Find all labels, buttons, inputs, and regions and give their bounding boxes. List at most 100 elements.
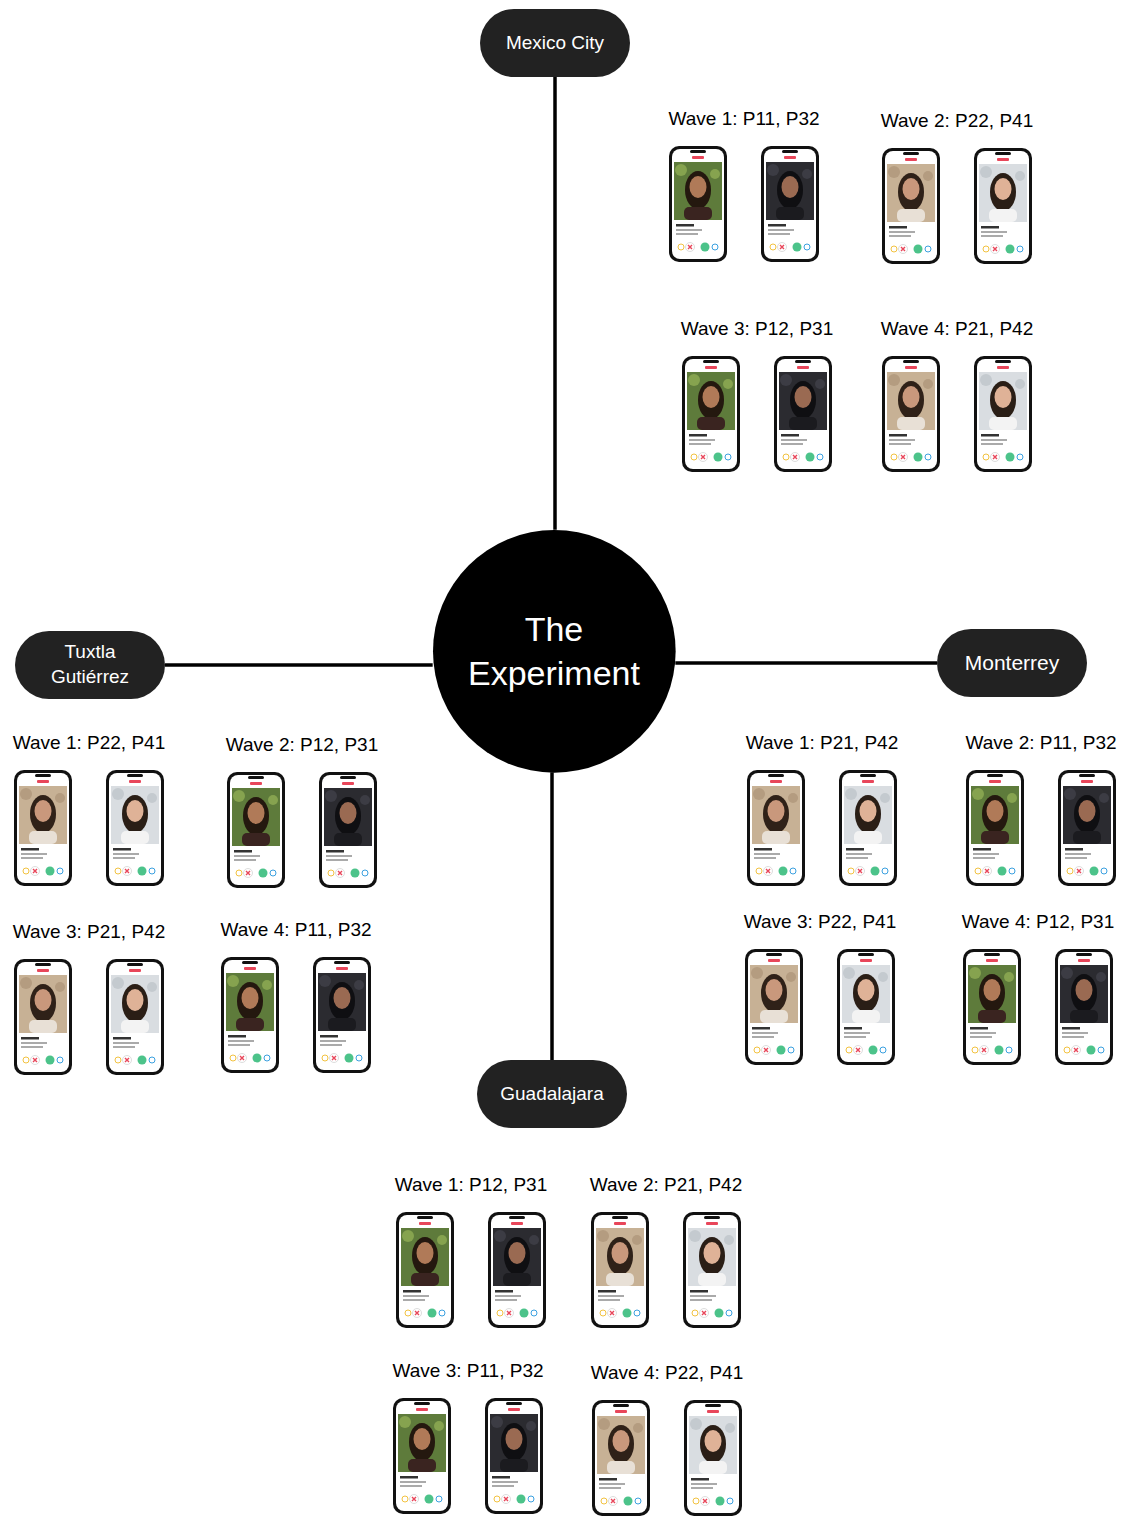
super-button bbox=[1017, 454, 1023, 460]
nope-icon bbox=[688, 245, 692, 249]
nope-button bbox=[899, 245, 908, 254]
info-bar bbox=[1062, 1032, 1088, 1034]
super-button bbox=[356, 1055, 362, 1061]
rewind-button bbox=[783, 454, 789, 460]
info-bar bbox=[844, 1032, 870, 1034]
photo-face bbox=[127, 989, 144, 1011]
photo-detail bbox=[1061, 967, 1073, 979]
name-bar bbox=[752, 1027, 770, 1030]
photo-shirt bbox=[762, 831, 790, 844]
photo-shirt bbox=[989, 209, 1017, 222]
nope-button bbox=[700, 1309, 709, 1318]
photo-detail bbox=[802, 169, 812, 179]
phone-mockup bbox=[682, 356, 740, 472]
profile-photo bbox=[19, 975, 67, 1033]
phone-screen bbox=[399, 1215, 451, 1325]
name-bar bbox=[690, 1290, 708, 1293]
super-button bbox=[804, 244, 810, 250]
photo-face bbox=[860, 800, 877, 822]
phone-body bbox=[592, 1400, 650, 1516]
profile-photo bbox=[19, 786, 67, 844]
photo-detail bbox=[227, 975, 239, 987]
info-bar bbox=[691, 1483, 717, 1485]
photo-shirt bbox=[897, 417, 925, 430]
super-button bbox=[726, 1310, 732, 1316]
super-button bbox=[362, 870, 368, 876]
wave-label: Wave 4: P12, P31 bbox=[962, 911, 1114, 934]
nope-icon bbox=[1077, 869, 1081, 873]
wave-label: Wave 1: P12, P31 bbox=[395, 1174, 547, 1197]
photo-face bbox=[704, 1242, 721, 1264]
phone-body bbox=[106, 770, 164, 886]
info-bar bbox=[598, 1295, 624, 1297]
info-bar bbox=[690, 1299, 712, 1301]
profile-photo bbox=[844, 786, 892, 844]
phone-notch bbox=[903, 360, 919, 363]
info-bar bbox=[676, 233, 698, 235]
photo-hair bbox=[790, 381, 816, 419]
info-bar bbox=[228, 1040, 254, 1042]
phone-body bbox=[745, 949, 803, 1065]
app-logo bbox=[905, 158, 917, 161]
phone-body bbox=[669, 146, 727, 262]
phone-notch bbox=[768, 774, 784, 777]
like-button bbox=[428, 1309, 437, 1318]
photo-detail bbox=[980, 166, 992, 178]
phone-notch bbox=[795, 360, 811, 363]
photo-detail bbox=[354, 980, 364, 990]
phone-mockup bbox=[882, 356, 940, 472]
phone-body bbox=[393, 1398, 451, 1514]
profile-photo bbox=[971, 786, 1019, 844]
text-box: Tuxtla Gutiérrez bbox=[35, 640, 145, 689]
photo-detail bbox=[55, 982, 65, 992]
phone-body bbox=[839, 770, 897, 886]
photo-shirt bbox=[503, 1273, 531, 1286]
phone-body bbox=[761, 146, 819, 262]
photo-detail bbox=[1007, 793, 1017, 803]
photo-detail bbox=[360, 795, 370, 805]
nope-button bbox=[980, 1046, 989, 1055]
app-logo bbox=[511, 1222, 523, 1225]
nope-icon bbox=[780, 245, 784, 249]
name-bar bbox=[781, 434, 799, 437]
super-button bbox=[727, 1498, 733, 1504]
nope-button bbox=[123, 1056, 132, 1065]
info-bar bbox=[889, 235, 911, 237]
phone-mockup bbox=[592, 1400, 650, 1516]
nope-button bbox=[609, 1497, 618, 1506]
name-bar bbox=[113, 1037, 131, 1040]
phone-body bbox=[774, 356, 832, 472]
wave-label: Wave 3: P21, P42 bbox=[13, 921, 165, 944]
photo-hair bbox=[685, 171, 711, 209]
nope-icon bbox=[856, 1048, 860, 1052]
rewind-button bbox=[601, 1498, 607, 1504]
text-box: Guadalajara bbox=[500, 1082, 604, 1107]
photo-detail bbox=[815, 379, 825, 389]
nope-button bbox=[778, 243, 787, 252]
name-bar bbox=[846, 848, 864, 851]
photo-face bbox=[995, 386, 1012, 408]
photo-face bbox=[509, 1242, 526, 1264]
info-bar bbox=[981, 231, 1007, 233]
photo-shirt bbox=[121, 1020, 149, 1033]
nope-icon bbox=[125, 1058, 129, 1062]
photo-face bbox=[705, 1430, 722, 1452]
photo-hair bbox=[777, 171, 803, 209]
photo-detail bbox=[399, 1416, 411, 1428]
pill-shape bbox=[15, 631, 165, 699]
phone-mockup bbox=[396, 1212, 454, 1328]
info-bar bbox=[752, 1036, 774, 1038]
rewind-button bbox=[691, 454, 697, 460]
name-bar bbox=[492, 1476, 510, 1479]
phone-screen bbox=[672, 149, 724, 259]
info-bar bbox=[690, 1295, 716, 1297]
phone-screen bbox=[322, 775, 374, 885]
photo-face bbox=[242, 987, 259, 1009]
profile-photo bbox=[968, 965, 1016, 1023]
info-bar bbox=[21, 1042, 47, 1044]
app-logo bbox=[336, 967, 348, 970]
name-bar bbox=[691, 1478, 709, 1481]
app-logo bbox=[770, 780, 782, 783]
info-bar bbox=[981, 235, 1003, 237]
name-bar bbox=[403, 1290, 421, 1293]
